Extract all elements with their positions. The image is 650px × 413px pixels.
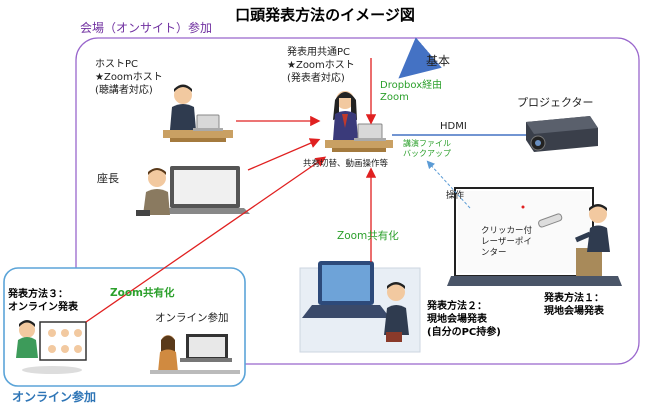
shared-pc-person xyxy=(325,91,393,152)
method2-label: 発表方法２：現地会場発表(自分のPC持参) xyxy=(427,301,501,338)
online-participant xyxy=(150,334,240,374)
clicker-label: クリッカー付レーザーポインター xyxy=(481,226,533,258)
host-pc-label: ホストPC★Zoomホスト(聴講者対応) xyxy=(95,59,163,96)
arrow-operation xyxy=(426,160,471,209)
online-label: オンライン参加 xyxy=(12,390,97,404)
chair-person xyxy=(136,166,250,216)
method1-label: 発表方法１：現地会場発表 xyxy=(544,293,604,317)
switch-ops-label: 共有切替、動画操作等 xyxy=(303,159,389,169)
kihon-label: 基本 xyxy=(426,54,451,68)
venue-region xyxy=(75,37,640,365)
online-join-label: オンライン参加 xyxy=(155,312,229,324)
diagram-title: 口頭発表方法のイメージ図 xyxy=(235,6,415,24)
method2-laptop xyxy=(299,261,421,353)
projector-device xyxy=(526,116,598,152)
arrow-chair-to-shared xyxy=(247,138,321,171)
zoom-share-center-label: Zoom共有化 xyxy=(337,230,399,242)
presenter-screen xyxy=(447,187,622,286)
venue-label: 会場（オンサイト）参加 xyxy=(80,21,213,35)
arrow-online-to-shared xyxy=(85,156,327,323)
operation-label: 操作 xyxy=(446,191,465,201)
zoom-share-online-label: Zoom共有化 xyxy=(110,287,175,299)
host-pc-person xyxy=(163,84,233,142)
method3-online-presenter xyxy=(16,320,87,374)
arrow-kihon xyxy=(398,37,442,79)
hdmi-label: HDMI xyxy=(440,121,467,132)
shared-pc-label: 発表用共通PC★Zoomホスト(発表者対応) xyxy=(287,47,355,84)
chair-label: 座長 xyxy=(97,172,119,185)
projector-label: プロジェクター xyxy=(517,96,594,109)
backup-label: 講演ファイルバックアップ xyxy=(403,139,451,158)
method3-label: 発表方法３：オンライン発表 xyxy=(8,289,78,313)
